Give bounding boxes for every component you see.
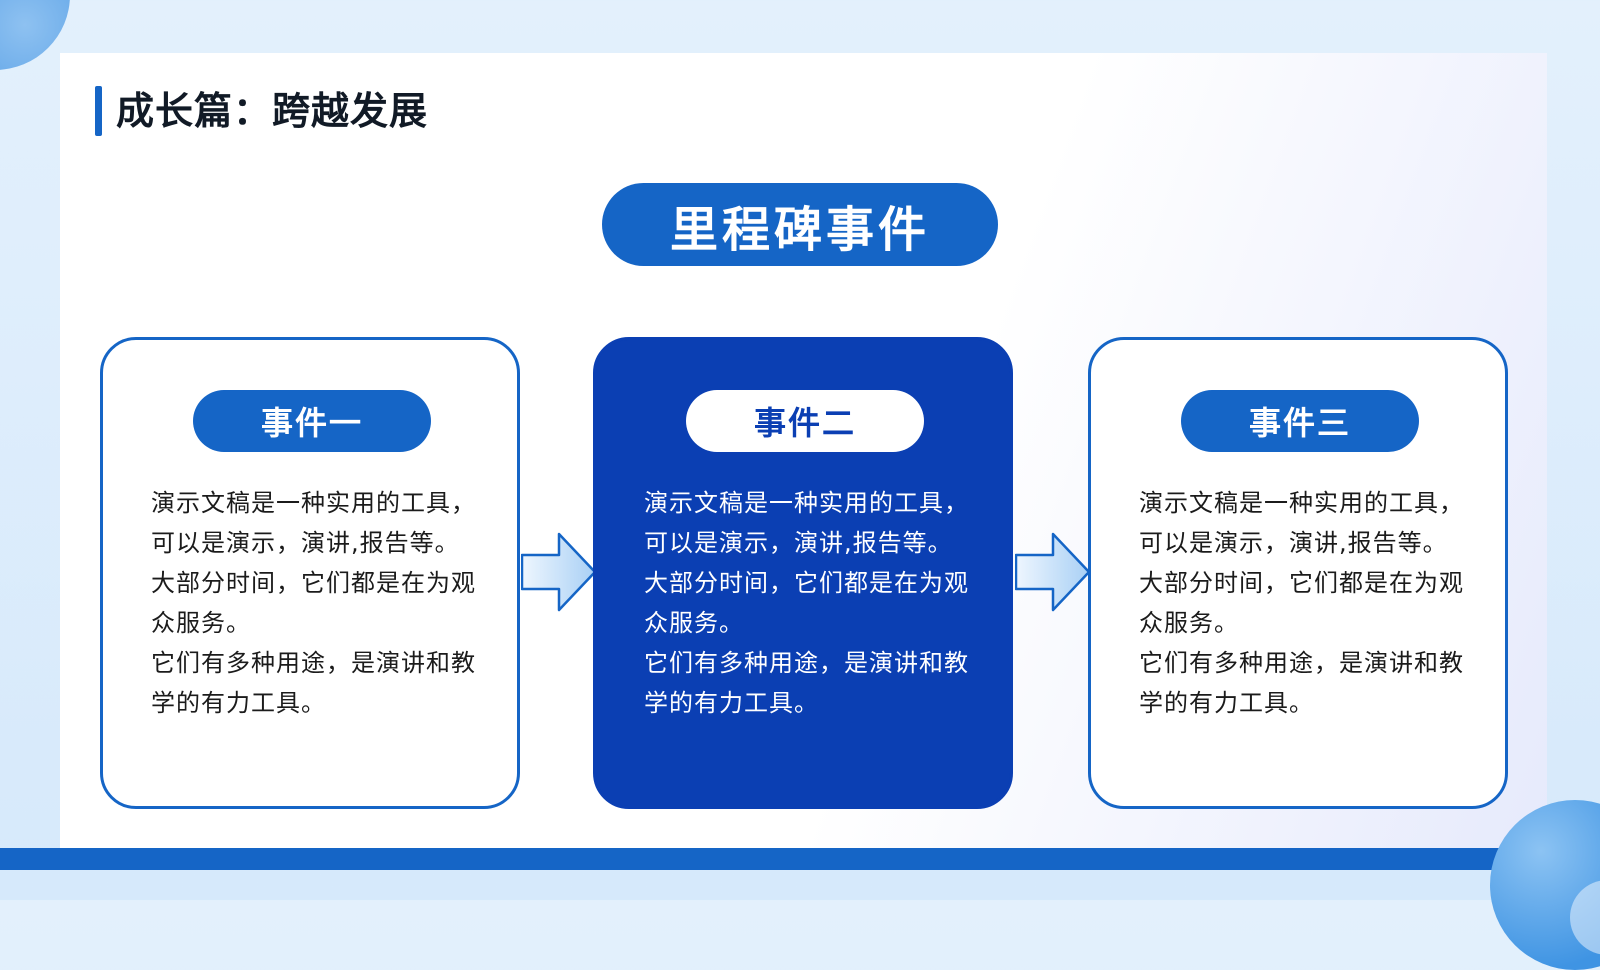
event-card-paragraph: 演示文稿是一种实用的工具，可以是演示，演讲,报告等。 <box>151 489 476 557</box>
event-card-paragraph: 大部分时间，它们都是在为观众服务。 <box>644 569 969 637</box>
event-card-paragraph: 它们有多种用途，是演讲和教学的有力工具。 <box>1139 649 1464 717</box>
event-card-body: 演示文稿是一种实用的工具，可以是演示，演讲,报告等。 大部分时间，它们都是在为观… <box>1139 483 1469 723</box>
event-card-2: 事件二 演示文稿是一种实用的工具，可以是演示，演讲,报告等。 大部分时间，它们都… <box>593 337 1013 809</box>
arrow-right-icon <box>521 532 597 612</box>
event-card-3: 事件三 演示文稿是一种实用的工具，可以是演示，演讲,报告等。 大部分时间，它们都… <box>1088 337 1508 809</box>
event-card-title: 事件一 <box>193 390 431 452</box>
page-title: 成长篇：跨越发展 <box>116 89 429 133</box>
event-card-paragraph: 演示文稿是一种实用的工具，可以是演示，演讲,报告等。 <box>644 489 969 557</box>
arrow-right-icon <box>1015 532 1091 612</box>
event-card-paragraph: 它们有多种用途，是演讲和教学的有力工具。 <box>151 649 476 717</box>
event-card-paragraph: 演示文稿是一种实用的工具，可以是演示，演讲,报告等。 <box>1139 489 1464 557</box>
event-card-body: 演示文稿是一种实用的工具，可以是演示，演讲,报告等。 大部分时间，它们都是在为观… <box>151 483 481 723</box>
event-card-title: 事件二 <box>686 390 924 452</box>
title-accent-bar <box>95 86 102 136</box>
event-card-title: 事件三 <box>1181 390 1419 452</box>
event-card-body: 演示文稿是一种实用的工具，可以是演示，演讲,报告等。 大部分时间，它们都是在为观… <box>644 483 974 723</box>
event-card-paragraph: 大部分时间，它们都是在为观众服务。 <box>1139 569 1464 637</box>
milestone-banner: 里程碑事件 <box>602 183 998 266</box>
bottom-accent-bar <box>0 848 1512 870</box>
event-card-paragraph: 大部分时间，它们都是在为观众服务。 <box>151 569 476 637</box>
event-card-paragraph: 它们有多种用途，是演讲和教学的有力工具。 <box>644 649 969 717</box>
event-card-1: 事件一 演示文稿是一种实用的工具，可以是演示，演讲,报告等。 大部分时间，它们都… <box>100 337 520 809</box>
